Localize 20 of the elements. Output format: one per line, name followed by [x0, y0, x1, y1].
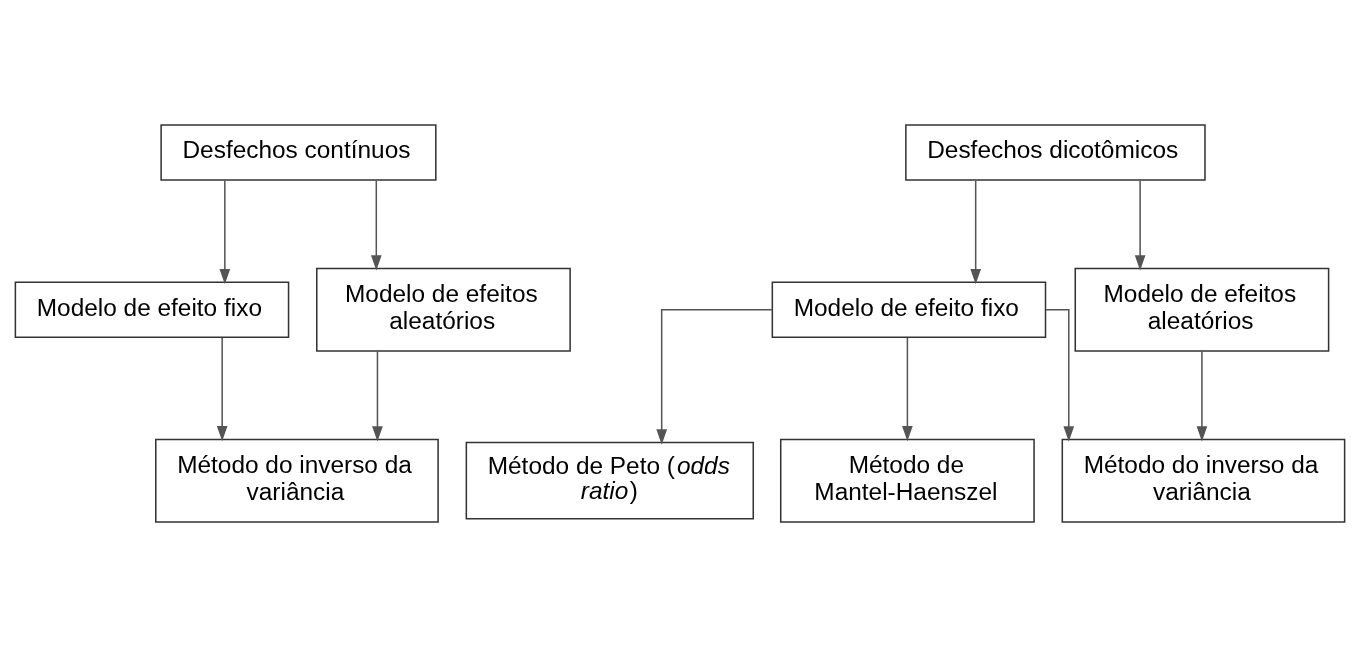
arrow [902, 337, 913, 442]
arrow [970, 179, 982, 285]
node-box: Método de Peto (odds ratio) [465, 441, 754, 520]
arrow [1196, 350, 1208, 442]
node-box: Modelo de efeito fixo [14, 281, 290, 338]
node-box: Modelo de efeito fixo [771, 281, 1047, 338]
arrow [372, 350, 383, 442]
node-box: Desfechos contínuos [160, 124, 437, 181]
node-box: Método do inverso da variância [1061, 438, 1346, 523]
node-box: Modelo de efeitos aleatórios [1074, 267, 1330, 352]
arrow [656, 309, 774, 445]
node-box: Desfechos dicotômicos [905, 124, 1206, 181]
arrow [216, 337, 228, 442]
node-box: Método do inverso da variância [155, 438, 439, 523]
arrow [1134, 179, 1146, 271]
arrow [370, 179, 382, 271]
arrow [1045, 309, 1075, 442]
node-box: Modelo de efeitos aleatórios [316, 267, 571, 352]
node-box: Método de Mantel-Haenszel [779, 438, 1035, 523]
arrow [219, 179, 231, 285]
